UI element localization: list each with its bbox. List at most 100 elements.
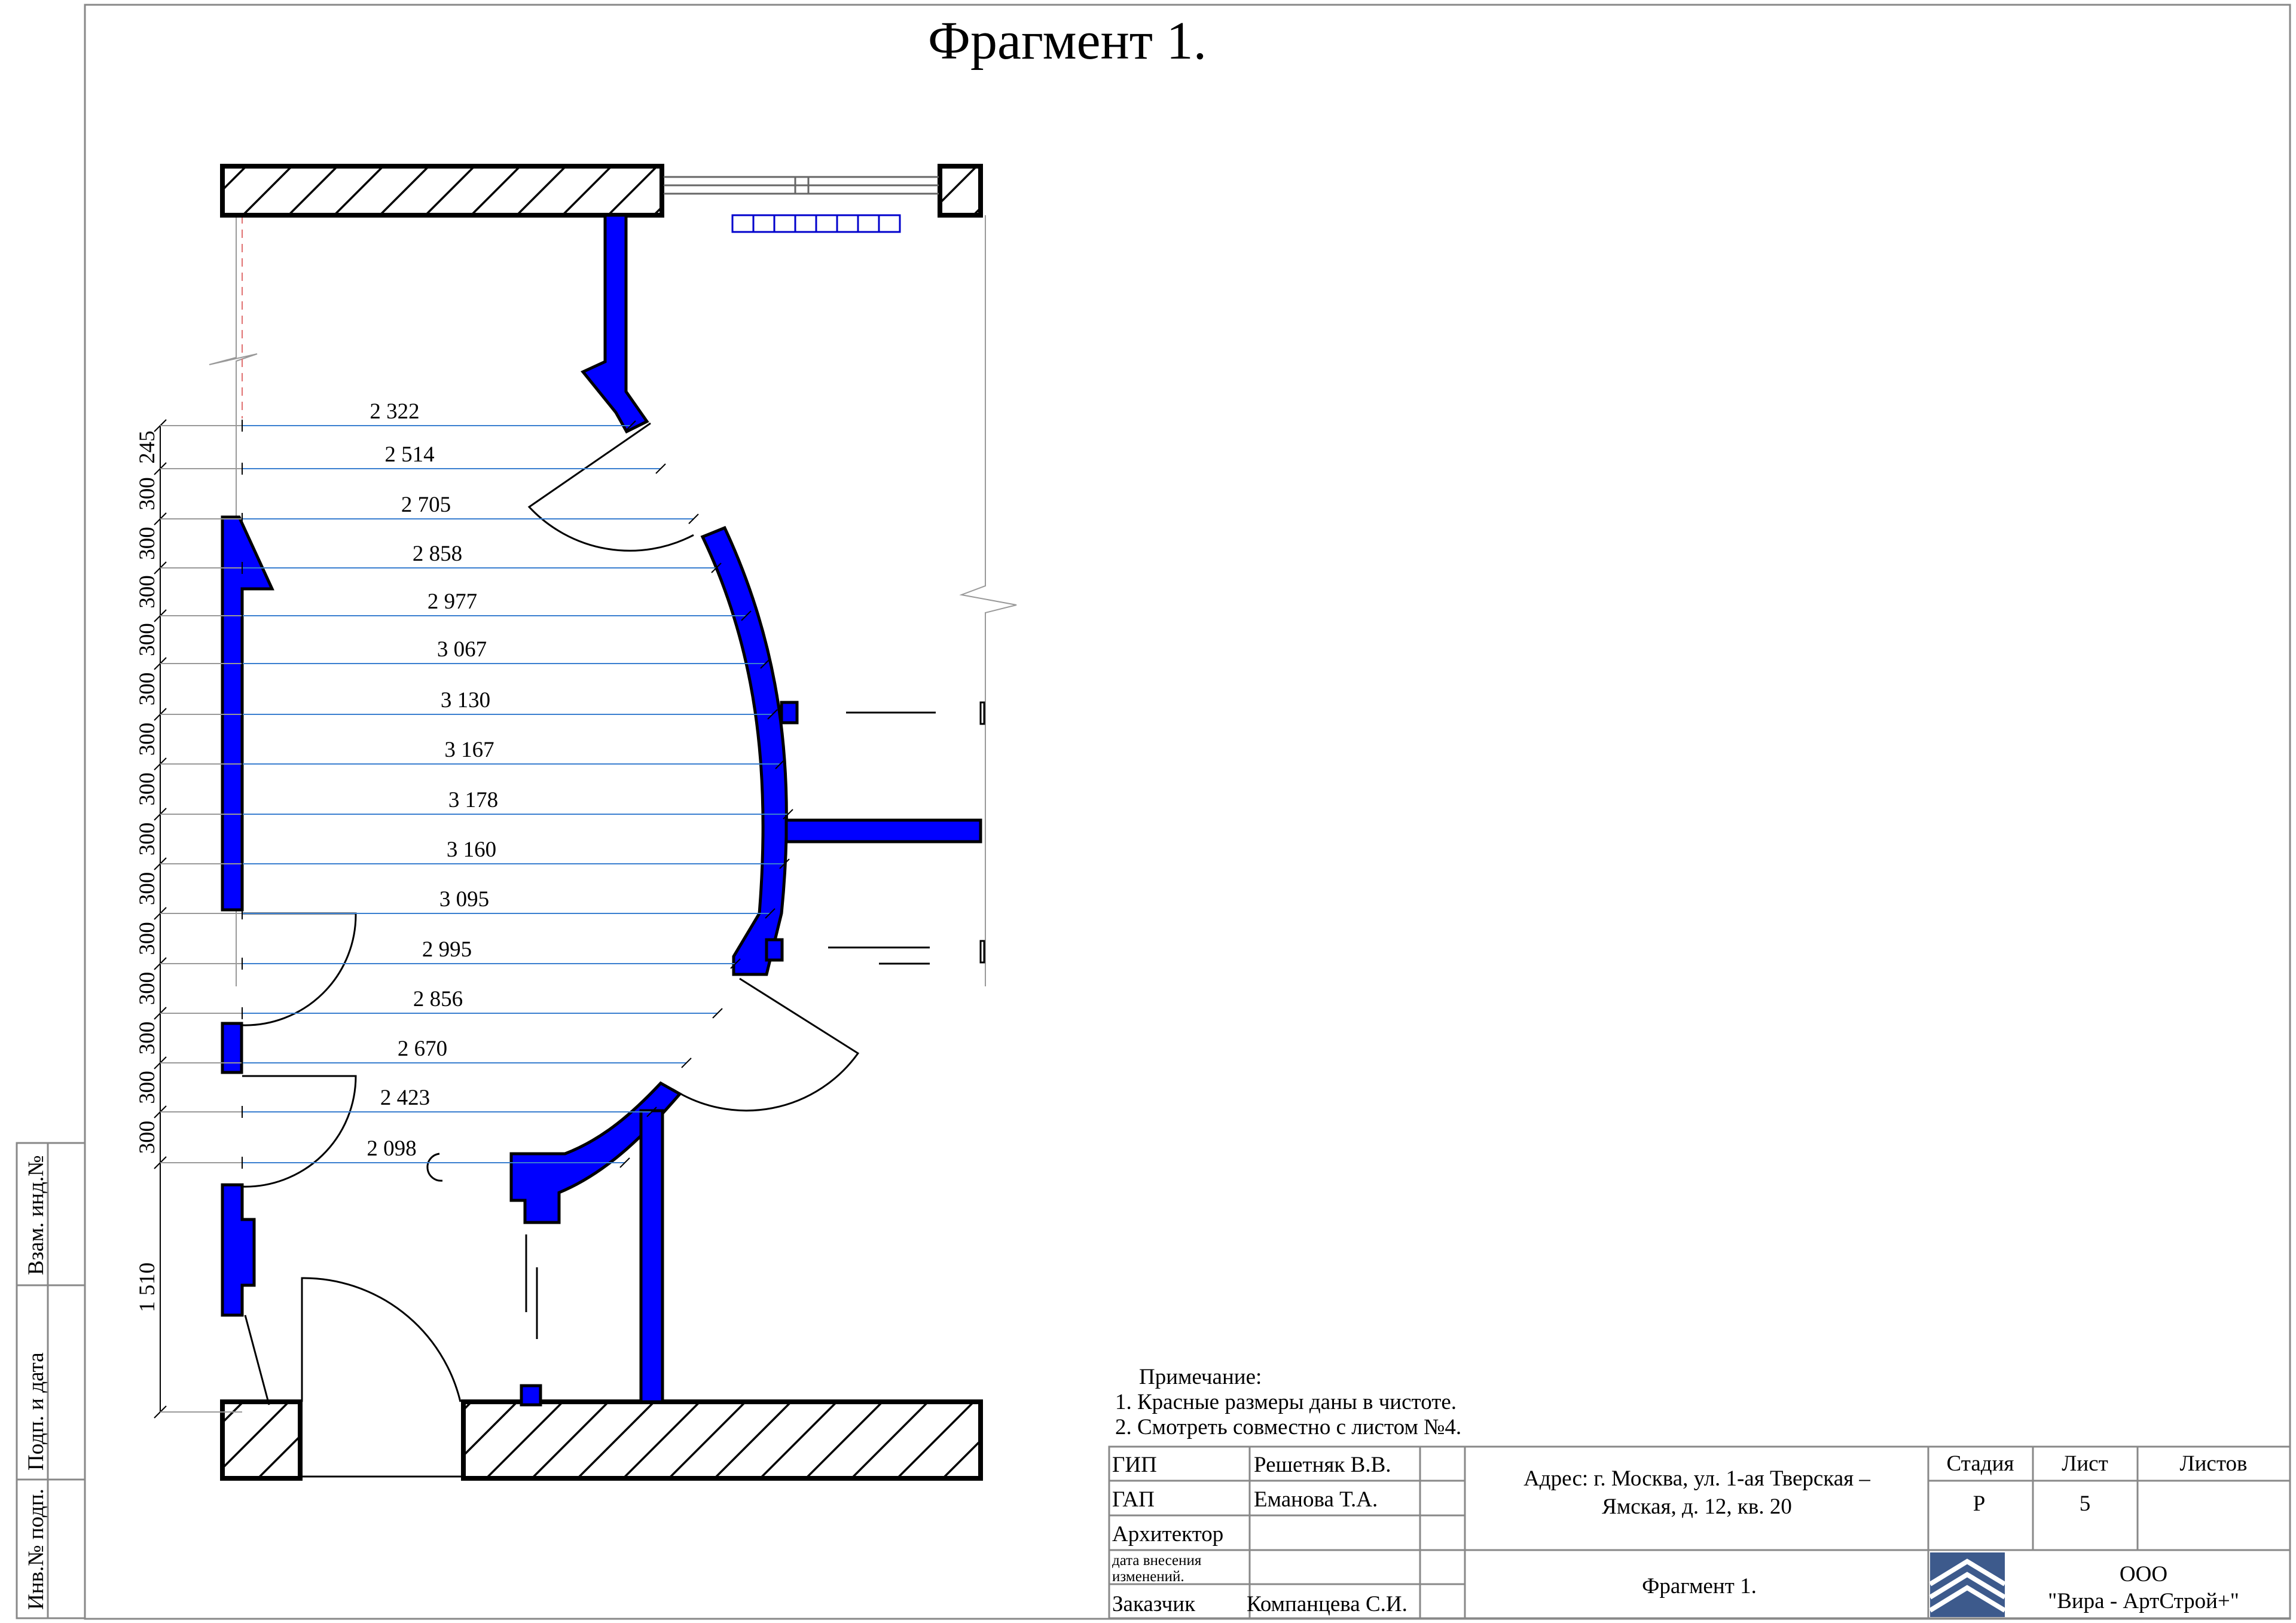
vertical-dim-label: 300: [135, 872, 160, 906]
horizontal-dim-label: 2 514: [384, 442, 434, 467]
dimension-lines: 245 300 300 300 300 300 300 300 300 300 300 300 300 3…: [135, 399, 793, 1419]
partition-right-horizontal: [784, 818, 982, 843]
horizontal-dim-label: 2 322: [370, 399, 419, 424]
vertical-dim-label: 300: [135, 723, 160, 756]
partition-vertical-lower: [639, 1109, 664, 1404]
vertical-dim-label: 300: [135, 673, 160, 706]
company-logo: [1928, 1552, 2007, 1617]
name-gip: Решетняк В.В.: [1254, 1453, 1391, 1477]
door-swing-left-2: [242, 1075, 357, 1188]
vertical-dim-label: 300: [135, 477, 160, 511]
org-line-2: "Вира - АртСтрой+": [2048, 1589, 2239, 1613]
stage-label: Стадия: [1947, 1451, 2014, 1476]
role-gip: ГИП: [1112, 1453, 1157, 1477]
partition-arc-lower: [509, 1081, 682, 1224]
horizontal-dim-tick: [711, 563, 722, 573]
vertical-dim-label: 300: [135, 972, 160, 1005]
horizontal-dim-label: 2 670: [398, 1037, 447, 1061]
vertical-dim-label: 300: [135, 623, 160, 656]
break-line-right: [959, 215, 1017, 986]
horizontal-dim-label: 2 098: [367, 1136, 416, 1161]
partition-stub-1: [780, 701, 799, 725]
stamp-inv: Инв.№ подп.: [24, 1488, 48, 1610]
horizontal-dim-tick: [712, 1008, 723, 1019]
horizontal-dim-label: 3 130: [441, 688, 490, 713]
stamp-podp: Подп. и дата: [24, 1352, 48, 1471]
door-swing-entrance: [301, 1277, 462, 1402]
exterior-wall-top-left: [220, 164, 664, 218]
door-swing-right: [672, 977, 860, 1112]
horizontal-dim-tick: [646, 1107, 657, 1117]
notes-heading: Примечание:: [1139, 1365, 1262, 1389]
horizontal-dim-tick: [767, 709, 778, 720]
title-block: ГИП Решетняк В.В. ГАП Еманова Т.А. Архит…: [1108, 1445, 2291, 1619]
sheet-label: Лист: [2062, 1451, 2108, 1476]
org-line-1: ООО: [2120, 1562, 2167, 1587]
stage-value: Р: [1973, 1491, 1986, 1516]
vertical-dim-label: 1 510: [135, 1263, 160, 1312]
partition-top: [581, 213, 649, 434]
vertical-dim-label: 300: [135, 772, 160, 806]
partition-left-lower: [221, 1183, 256, 1317]
horizontal-dim-label: 3 095: [439, 887, 489, 912]
horizontal-dim-label: 2 705: [401, 493, 451, 517]
horizontal-dim-tick: [619, 1157, 630, 1168]
horizontal-dim-label: 3 067: [437, 637, 487, 662]
stamp-vzam: Взам. инд.№: [24, 1155, 48, 1275]
partition-stub-bottom: [520, 1384, 542, 1407]
door-swing-bottom-left: [244, 1315, 270, 1405]
address-line-2: Ямская, д. 12, кв. 20: [1602, 1494, 1792, 1519]
horizontal-dim-tick: [765, 908, 775, 919]
exterior-wall-bottom-right: [461, 1399, 983, 1481]
horizontal-dim-label: 3 160: [447, 838, 496, 862]
partition-left-small: [221, 1022, 243, 1074]
partition-stub-2: [765, 938, 784, 962]
customer-name: Компанцева С.И.: [1247, 1592, 1407, 1616]
horizontal-dim-tick: [730, 958, 741, 969]
vertical-dim-label: 300: [135, 922, 160, 955]
partitions: [221, 213, 982, 1407]
role-gap: ГАП: [1112, 1487, 1155, 1512]
exterior-wall-top-right: [938, 164, 983, 218]
horizontal-dim-label: 2 977: [428, 589, 477, 614]
side-stamp: Взам. инд.№ Подп. и дата Инв.№ подп.: [16, 1142, 86, 1619]
vertical-dim-label: 300: [135, 823, 160, 856]
horizontal-dim-label: 3 178: [448, 788, 498, 812]
horizontal-dim-tick: [775, 759, 786, 769]
arc-mark: [426, 1153, 443, 1182]
horizontal-dim-label: 2 995: [422, 937, 472, 962]
horizontal-dim-label: 2 423: [380, 1086, 430, 1110]
name-gap: Еманова Т.А.: [1254, 1487, 1378, 1512]
vertical-dim-label: 300: [135, 1022, 160, 1055]
customer-label: Заказчик: [1112, 1592, 1196, 1616]
sheet-value: 5: [2080, 1491, 2091, 1516]
vertical-dim-label: 300: [135, 527, 160, 560]
vertical-dim-label: 245: [135, 430, 160, 464]
vertical-dim-label: 300: [135, 1071, 160, 1104]
doors: [242, 422, 860, 1405]
horizontal-dim-tick: [783, 809, 793, 820]
horizontal-dim-tick: [779, 858, 790, 869]
change-date-line-1: дата внесения: [1112, 1552, 1202, 1569]
horizontal-dim-label: 2 858: [413, 542, 462, 566]
horizontal-dim-tick: [688, 514, 699, 524]
sheets-label: Листов: [2180, 1451, 2248, 1476]
break-line-left: [209, 215, 258, 986]
notes-line-1: 1. Красные размеры даны в чистоте.: [1115, 1390, 1457, 1414]
notes-line-2: 2. Смотреть совместно с листом №4.: [1115, 1415, 1461, 1439]
floor-plan: [209, 164, 1017, 1481]
partition-arc-main: [700, 525, 788, 976]
vertical-dim-label: 300: [135, 1121, 160, 1154]
partition-left-main: [221, 515, 274, 912]
role-architect: Архитектор: [1112, 1522, 1223, 1546]
horizontal-dim-label: 3 167: [444, 738, 494, 762]
change-date-line-2: изменений.: [1112, 1569, 1184, 1585]
sheet-name: Фрагмент 1.: [1642, 1574, 1757, 1598]
horizontal-dim-tick: [681, 1057, 692, 1068]
vertical-dim-label: 300: [135, 575, 160, 609]
horizontal-dim-tick: [741, 610, 752, 621]
radiator: [731, 214, 901, 233]
door-swing-left-1: [242, 912, 357, 1026]
horizontal-dim-tick: [625, 420, 636, 431]
